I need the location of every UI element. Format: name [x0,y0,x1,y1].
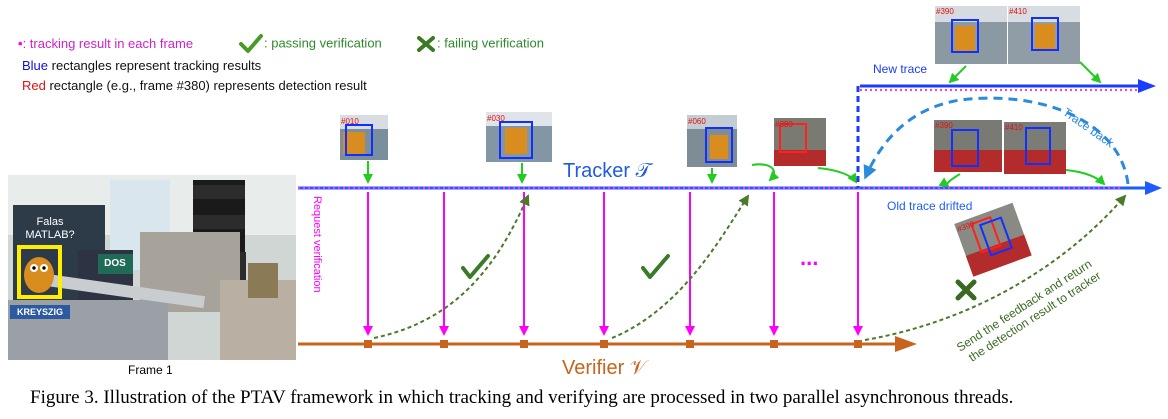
cross-icon [417,36,435,52]
trace-back-arc [863,96,1130,185]
verifier-label: Verifier 𝒱 [562,357,650,379]
trace-back-label: Trace back [1060,105,1117,151]
svg-text:#390: #390 [936,7,954,16]
new-trace-label: New trace [873,62,927,76]
old-trace-label: Old trace drifted [887,199,972,213]
svg-text:#410: #410 [1009,7,1027,16]
request-verification-label: Request verification [311,196,323,293]
figure-caption: Figure 3. Illustration of the PTAV frame… [30,387,1014,408]
thumb-410-old-arrow [1065,169,1106,186]
thumb-390-old: #390 [934,120,1002,172]
thumb-060: #060 [687,115,737,167]
pass-check-2 [641,254,670,279]
thumb-390-top: #390 [935,6,1007,64]
legend-red: Red rectangle (e.g., frame #380) represe… [22,78,367,93]
dos-label: DOS [104,258,126,269]
check-icon [239,34,263,53]
svg-text:#010: #010 [341,117,359,126]
svg-text:#410: #410 [1005,123,1023,132]
svg-text:#030: #030 [487,114,505,123]
thumb-380: #380 [774,118,826,166]
svg-text:#060: #060 [688,117,706,126]
tracker-arrowhead [1145,181,1162,195]
thumb-010: #010 [340,115,388,160]
verifier-ticks [364,340,862,348]
frame-1-label: Frame 1 [128,363,173,377]
pass-check-1 [461,254,490,279]
tracker-label: Tracker 𝒯 [563,160,654,182]
fail-cross [955,279,977,301]
legend-tracking: •: tracking result in each frame [18,36,194,51]
thumb-390-top-arrow [948,65,967,84]
feedback-label-2: the detection result to tracker [966,268,1103,364]
svg-text:#380: #380 [775,120,793,129]
yellow-box [17,245,62,299]
book-title-1: Falas [37,216,64,228]
legend-failing: : failing verification [415,34,544,54]
thumb-410-old: #410 [1004,122,1066,174]
thumb-380-arrow-2 [817,167,858,184]
feedback-arcs [373,194,1127,341]
verifier-arrowhead [895,336,917,352]
thumb-390-old-arrow [938,173,961,188]
thumb-380-arrow-1 [751,163,780,182]
book-title-2: MATLAB? [25,229,74,241]
new-trace-arrowhead [1138,79,1156,93]
toy [24,257,54,293]
thumb-390-detect: #390 [954,202,1032,277]
thumb-410-top: #410 [1008,6,1080,64]
legend-blue: Blue rectangles represent tracking resul… [22,58,262,73]
frame-1-image: Falas MATLAB? DOS KREYSZIG [8,175,296,360]
tracking-dot-icon: • [18,36,23,51]
thumb-030: #030 [486,112,552,162]
thumb-410-top-arrow [1079,61,1102,84]
svg-text:#390: #390 [935,121,953,130]
request-arrows [363,192,863,336]
ellipsis: ... [800,245,818,270]
legend-passing: : passing verification [238,33,382,55]
kreyszig-label: KREYSZIG [17,307,63,317]
